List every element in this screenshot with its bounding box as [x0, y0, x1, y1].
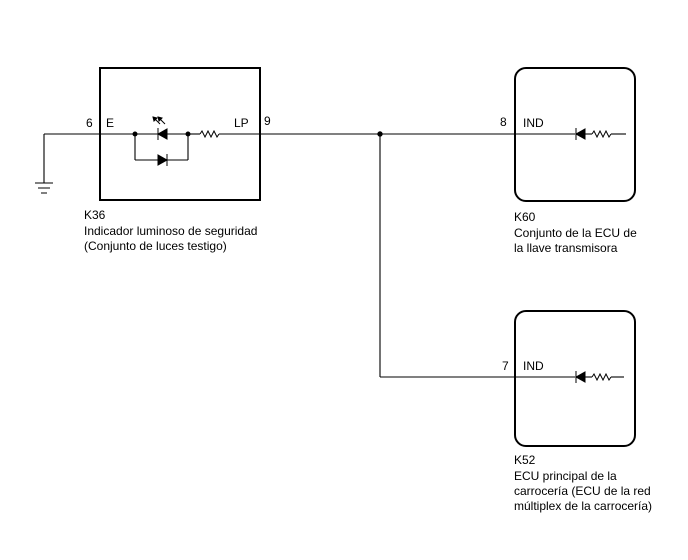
ground-icon — [35, 134, 53, 194]
resistor-icon — [591, 372, 612, 382]
resistor-icon — [591, 129, 612, 139]
k52-internal-circuit — [515, 371, 624, 383]
k60-code: K60 — [514, 210, 536, 224]
k52-box — [514, 310, 636, 447]
k36-code: K36 — [84, 208, 106, 222]
k36-pin-e-label: E — [106, 116, 114, 130]
k36-name-line1: Indicador luminoso de seguridad — [84, 224, 257, 238]
k36-internal-circuit — [100, 116, 260, 166]
k60-pin-number: 8 — [500, 115, 507, 129]
k60-internal-circuit — [515, 128, 626, 140]
k60-name-line2: la llave transmisora — [514, 241, 618, 255]
k60-pin-label: IND — [523, 116, 544, 130]
k52-name-line1: ECU principal de la — [514, 469, 617, 483]
k52-pin-label: IND — [523, 359, 544, 373]
k36-pin-lp-number: 9 — [264, 114, 271, 128]
k36-pin-e-number: 6 — [86, 116, 93, 130]
k36-name-line2: (Conjunto de luces testigo) — [84, 239, 227, 253]
led-icon — [152, 116, 168, 140]
k36-pin-lp-label: LP — [234, 116, 249, 130]
k60-name-line1: Conjunto de la ECU de — [514, 226, 637, 240]
k52-pin-number: 7 — [502, 359, 509, 373]
k52-code: K52 — [514, 453, 536, 467]
k52-name-line3: múltiplex de la carrocería) — [514, 499, 652, 513]
resistor-icon — [199, 129, 220, 139]
k52-name-line2: carrocería (ECU de la red — [514, 484, 651, 498]
